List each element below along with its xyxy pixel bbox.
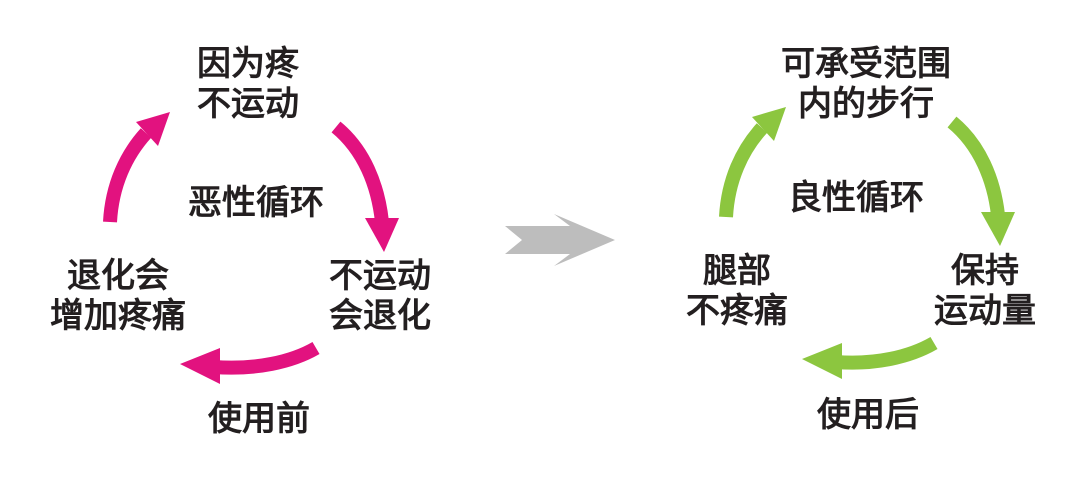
virtuous-right-line-2: 运动量 bbox=[934, 291, 1036, 331]
vicious-top-line-2: 不运动 bbox=[197, 84, 299, 124]
vicious-arrowhead-bottom bbox=[180, 348, 220, 384]
virtuous-left-line-1: 腿部 bbox=[703, 251, 771, 291]
before-caption: 使用前 bbox=[208, 399, 310, 439]
virtuous-arrow-left-to-top bbox=[719, 123, 768, 218]
vicious-right-line-2: 会退化 bbox=[329, 296, 431, 336]
vicious-center-label: 恶性循环 bbox=[188, 183, 324, 223]
vicious-top-node: 因为疼 不运动 bbox=[188, 44, 308, 124]
vicious-arrowhead-right bbox=[365, 218, 399, 252]
after-caption: 使用后 bbox=[817, 395, 919, 435]
vicious-top-line-1: 因为疼 bbox=[197, 44, 299, 84]
virtuous-arrowhead-right bbox=[981, 212, 1015, 246]
vicious-arrow-left-to-top bbox=[103, 128, 152, 223]
virtuous-arrowhead-bottom bbox=[802, 343, 842, 379]
vicious-arrow-right-to-bottom bbox=[213, 341, 320, 375]
vicious-left-node: 退化会 增加疼痛 bbox=[38, 256, 198, 336]
vicious-arrow-top-to-right bbox=[331, 121, 389, 223]
virtuous-top-line-1: 可承受范围 bbox=[781, 44, 951, 84]
transition-arrow bbox=[505, 214, 615, 266]
virtuous-left-line-2: 不疼痛 bbox=[686, 291, 788, 331]
virtuous-arrow-top-to-right bbox=[947, 116, 1005, 216]
vicious-right-line-1: 不运动 bbox=[329, 256, 431, 296]
vicious-left-line-1: 退化会 bbox=[67, 256, 169, 296]
virtuous-top-node: 可承受范围 内的步行 bbox=[766, 44, 966, 124]
virtuous-right-line-1: 保持 bbox=[951, 251, 1019, 291]
vicious-arrowhead-left bbox=[136, 112, 170, 146]
virtuous-right-node: 保持 运动量 bbox=[920, 251, 1050, 331]
virtuous-center-label: 良性循环 bbox=[788, 178, 924, 218]
virtuous-arrowhead-left bbox=[752, 107, 786, 141]
vicious-left-line-2: 增加疼痛 bbox=[50, 296, 186, 336]
virtuous-top-line-2: 内的步行 bbox=[798, 84, 934, 124]
virtuous-arrow-right-to-bottom bbox=[835, 336, 938, 370]
vicious-right-node: 不运动 会退化 bbox=[320, 256, 440, 336]
virtuous-left-node: 腿部 不疼痛 bbox=[672, 251, 802, 331]
